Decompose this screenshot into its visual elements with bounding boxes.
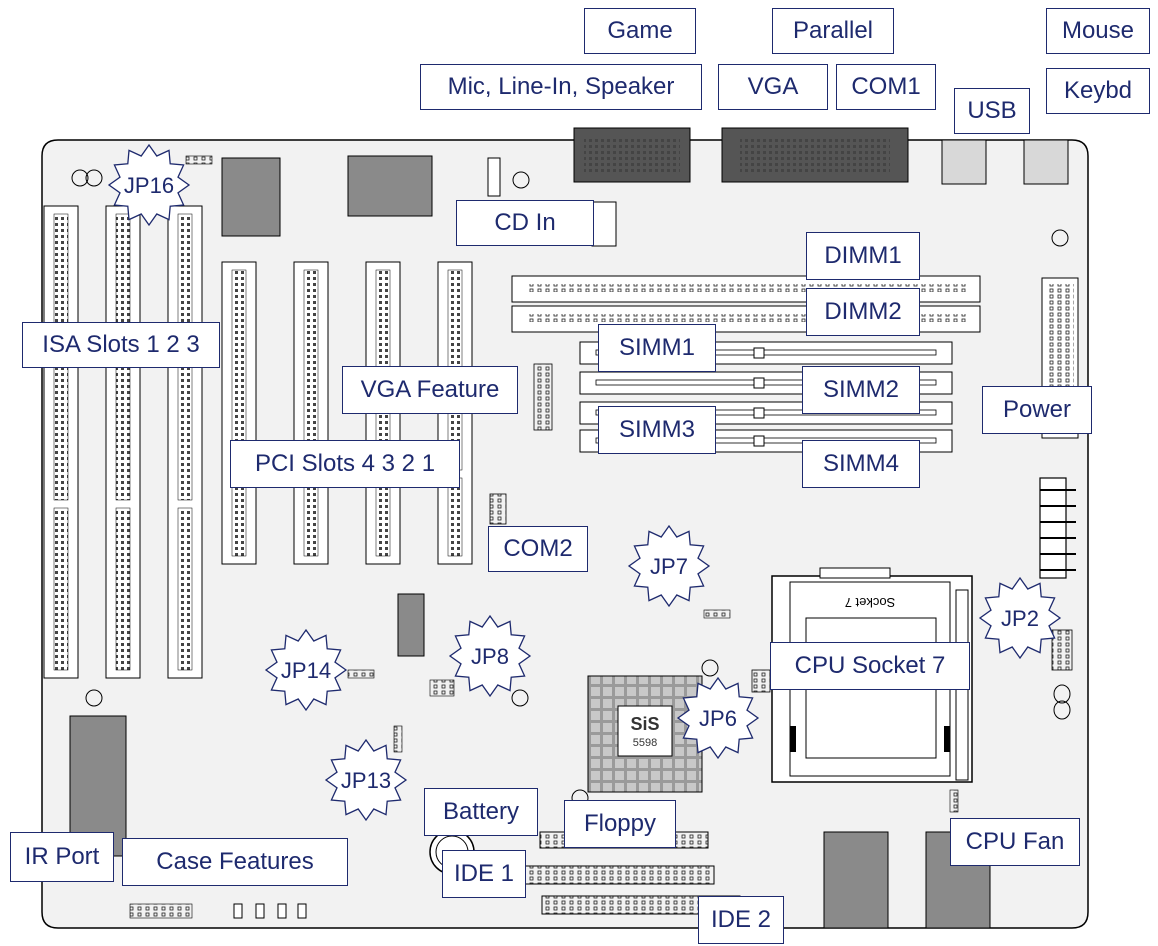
ir-port-label: IR Port — [10, 832, 114, 882]
jp7-text: JP7 — [650, 554, 688, 579]
mount-hole — [1053, 684, 1071, 704]
com2-label: COM2 — [488, 526, 588, 572]
usb-label: USB — [954, 88, 1030, 134]
jp16-text: JP16 — [124, 173, 174, 198]
cd-in-header — [487, 157, 501, 197]
game-port-connector — [573, 127, 691, 183]
isa-slot-3 — [167, 205, 203, 679]
mount-hole — [1051, 229, 1069, 247]
jp6-jumper-label: JP6 — [676, 676, 760, 760]
bios-chip — [221, 157, 281, 237]
mount-hole — [85, 689, 103, 707]
mic-line-in-speaker-label: Mic, Line-In, Speaker — [420, 64, 702, 110]
simm3-label: SIMM3 — [598, 406, 716, 454]
cd-in-block — [591, 201, 617, 247]
case-features-header-2 — [233, 903, 243, 919]
cpu-socket-label: CPU Socket 7 — [770, 642, 970, 690]
keybd-label: Keybd — [1046, 68, 1150, 114]
jp16-header — [185, 155, 213, 165]
jp7-header — [703, 609, 731, 619]
jp8-header — [429, 679, 455, 697]
jp2-jumper-label: JP2 — [978, 576, 1062, 660]
pci-slot-3 — [293, 261, 329, 565]
dimm1-label: DIMM1 — [806, 232, 920, 280]
vga-label: VGA — [718, 64, 828, 110]
isa-slots-label: ISA Slots 1 2 3 — [22, 322, 220, 368]
mount-hole — [85, 169, 103, 187]
simm2-label: SIMM2 — [802, 366, 920, 414]
mouse-label: Mouse — [1046, 8, 1150, 54]
ide2-label: IDE 2 — [698, 896, 784, 944]
simm4-label: SIMM4 — [802, 440, 920, 488]
isa-slot-1 — [43, 205, 79, 679]
floppy-label: Floppy — [564, 800, 676, 848]
ide1-connector — [519, 865, 715, 885]
jp14-text: JP14 — [281, 658, 331, 683]
svg-text:5598: 5598 — [633, 737, 657, 749]
cd-in-label: CD In — [456, 200, 594, 246]
voltage-regulator — [1039, 477, 1076, 579]
cpu-fan-label: CPU Fan — [950, 818, 1080, 866]
cpu-fan-header — [949, 789, 959, 813]
case-features-header-4 — [277, 903, 287, 919]
small-chip — [397, 593, 425, 657]
jp8-jumper-label: JP8 — [448, 614, 532, 698]
case-features-header-3 — [255, 903, 265, 919]
pci-slots-label: PCI Slots 4 3 2 1 — [230, 440, 460, 488]
jp2-text: JP2 — [1001, 606, 1039, 631]
jp6-text: JP6 — [699, 706, 737, 731]
jp8-text: JP8 — [471, 644, 509, 669]
case-features-label: Case Features — [122, 838, 348, 886]
case-features-header-5 — [297, 903, 307, 919]
mount-hole — [701, 659, 719, 677]
sis-5598-chipset: SiS 5598 — [587, 675, 703, 793]
vga-feature-header — [533, 363, 553, 431]
ide1-label: IDE 1 — [442, 850, 526, 898]
power-label: Power — [982, 386, 1092, 434]
mount-hole — [511, 689, 529, 707]
jp13-jumper-label: JP13 — [324, 738, 408, 822]
jp7-jumper-label: JP7 — [627, 524, 711, 608]
mount-hole — [512, 171, 530, 189]
isa-slot-2 — [105, 205, 141, 679]
parallel-vga-com1-connector — [721, 127, 909, 183]
game-label: Game — [584, 8, 696, 54]
mount-hole — [1053, 700, 1071, 720]
jp6-header — [751, 669, 771, 693]
mount-hole — [71, 169, 89, 187]
jp14-jumper-label: JP14 — [264, 628, 348, 712]
keyboard-mouse-connector — [1023, 139, 1069, 185]
case-features-header-1 — [129, 903, 193, 919]
svg-text:SiS: SiS — [630, 714, 659, 734]
pci-slot-4 — [221, 261, 257, 565]
io-chip — [347, 155, 433, 217]
jp13-header — [393, 725, 403, 753]
jp13-text: JP13 — [341, 768, 391, 793]
parallel-label: Parallel — [772, 8, 894, 54]
dimm2-label: DIMM2 — [806, 288, 920, 336]
jp14-header — [347, 669, 375, 679]
usb-connector — [941, 139, 987, 185]
battery-label: Battery — [424, 788, 538, 836]
simm1-label: SIMM1 — [598, 324, 716, 372]
socket-marking: Socket 7 — [845, 595, 896, 610]
vga-feature-label: VGA Feature — [342, 366, 518, 414]
jp2-header — [1051, 629, 1073, 671]
chip-bottom-1 — [823, 831, 889, 929]
jp16-jumper-label: JP16 — [107, 143, 191, 227]
com1-label: COM1 — [836, 64, 936, 110]
com2-header — [489, 493, 507, 525]
